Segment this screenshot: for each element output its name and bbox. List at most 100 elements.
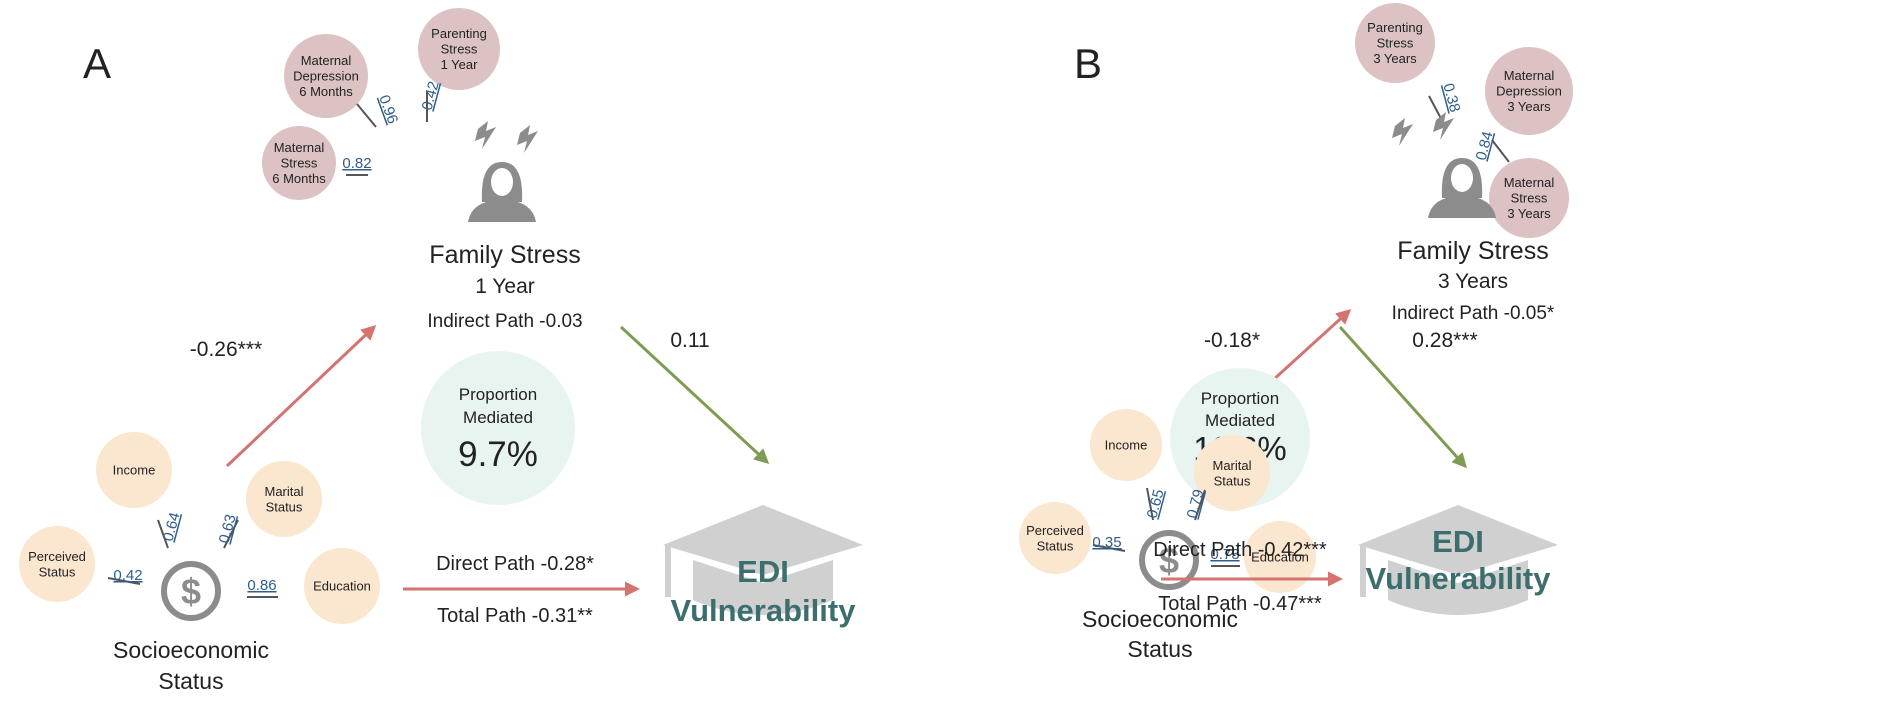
loading-education-value: 0.86 <box>247 577 276 594</box>
indicator-maternal-stress-circle <box>1489 158 1569 238</box>
cap-tassel <box>1360 545 1366 597</box>
direct-path-label: Direct Path -0.28* <box>436 553 594 575</box>
cap-base <box>1388 560 1528 615</box>
family-stress-label: Family Stress <box>429 241 580 269</box>
lightning-icon <box>517 125 538 153</box>
family-stress-label: Family Stress <box>1397 237 1548 265</box>
proportion-mediated-label: Proportion <box>459 385 537 404</box>
arrow-ses-to-stress <box>225 324 377 468</box>
indicator-marital-status-label-line: Marital <box>264 484 303 499</box>
indicator-parenting-stress-circle <box>418 8 500 90</box>
lightning-icon <box>475 121 496 149</box>
indicator-parenting-stress-label-line: Parenting <box>431 26 487 41</box>
indicator-marital-status-circle <box>1194 435 1270 511</box>
graduation-cap-icon <box>1358 505 1558 615</box>
indirect-path-label: Indirect Path -0.03 <box>427 311 582 332</box>
dollar-ring <box>1139 530 1199 590</box>
mother-body <box>1428 196 1496 218</box>
edi-label: EDI <box>1432 524 1484 559</box>
indicator-income: Income <box>1090 409 1162 481</box>
cap-tassel <box>665 545 671 597</box>
loading-parenting-stress-value: 0.38 <box>1439 82 1463 115</box>
graduation-cap-icon <box>663 505 863 615</box>
indicator-education-circle <box>1244 521 1316 593</box>
dollar-icon: $ <box>161 561 221 621</box>
total-path-label: Total Path -0.47*** <box>1158 593 1322 615</box>
loading-perceived-status-line <box>107 577 141 585</box>
indicator-maternal-depression-circle <box>284 34 368 118</box>
mother-icon <box>1428 158 1496 218</box>
indicator-marital-status-label-line: Marital <box>1212 458 1251 473</box>
edi-label: Vulnerability <box>1366 561 1552 596</box>
panel-label: B <box>1074 40 1102 87</box>
proportion-mediated-value: 9.7% <box>458 435 538 474</box>
family-stress-timepoint: 1 Year <box>475 275 535 298</box>
loading-marital-status-line <box>1194 489 1206 521</box>
proportion-mediated-label: Mediated <box>463 408 533 427</box>
lightning-icon <box>1392 118 1413 146</box>
lightning-icon <box>1433 112 1454 140</box>
loading-maternal-depression-value: 0.96 <box>375 93 401 126</box>
indicator-perceived-status-circle <box>19 526 95 602</box>
indicator-income: Income <box>96 432 172 508</box>
loading-perceived-status-value: 0.42 <box>113 567 142 584</box>
loading-marital-status-line <box>223 519 239 549</box>
loading-income-value: 0.64 <box>160 511 184 544</box>
loading-income-value: 0.65 <box>1144 488 1168 521</box>
loading-maternal-depression-value: 0.84 <box>1473 130 1497 163</box>
indicator-parenting-stress-circle <box>1355 3 1435 83</box>
indicator-parenting-stress-label-line: Stress <box>441 42 478 57</box>
loading-education-value: 0.73 <box>1210 546 1239 563</box>
family-stress-timepoint: 3 Years <box>1438 270 1508 293</box>
indicator-maternal-depression-label-line: 6 Months <box>299 84 353 99</box>
dollar-sign: $ <box>181 571 201 612</box>
indicator-parenting-stress-label-line: Parenting <box>1367 20 1423 35</box>
indicator-maternal-stress-circle <box>262 126 336 200</box>
indicator-parenting-stress-label-line: Stress <box>1377 36 1414 51</box>
loading-perceived-status-value: 0.35 <box>1092 534 1121 551</box>
ses-to-stress-coefficient: -0.18* <box>1204 329 1260 352</box>
indicator-marital-status-label-line: Status <box>1214 473 1251 488</box>
loading-marital-status-value: 0.63 <box>216 513 240 546</box>
proportion-mediated-label: Proportion <box>1201 389 1279 408</box>
cap-board <box>663 505 863 575</box>
indicator-education-circle <box>304 548 380 624</box>
dollar-ring <box>161 561 221 621</box>
cap-board <box>1358 505 1558 575</box>
indicator-income-label-line: Income <box>1105 438 1148 453</box>
total-path-label: Total Path -0.31** <box>437 605 593 627</box>
indicator-maternal-stress-label-line: Maternal <box>1504 175 1555 190</box>
arrow-stress-to-edi <box>619 325 770 465</box>
loading-income-line <box>1146 487 1154 521</box>
indicator-maternal-stress-label-line: 3 Years <box>1507 206 1551 221</box>
edi-label: Vulnerability <box>671 593 857 628</box>
indicator-parenting-stress-label-line: 3 Years <box>1373 51 1417 66</box>
loading-marital-status-value: 0.79 <box>1184 488 1208 521</box>
loading-income-line <box>157 519 169 549</box>
indicator-marital-status-circle <box>246 461 322 537</box>
edi-label: EDI <box>737 554 789 589</box>
indicator-maternal-depression-label-line: Depression <box>293 69 359 84</box>
indicator-perceived-status-label-line: Status <box>1037 538 1074 553</box>
ses-label: Socioeconomic <box>1082 606 1238 632</box>
loading-parenting-stress-value: 0.42 <box>419 80 443 113</box>
loading-perceived-status-line <box>1092 544 1126 552</box>
indirect-path-label: Indirect Path -0.05* <box>1392 303 1555 324</box>
loading-maternal-stress-value: 0.82 <box>342 155 371 172</box>
indicator-education: Education <box>304 548 380 624</box>
indicator-income-label-line: Income <box>113 463 156 478</box>
panel-label: A <box>83 40 111 87</box>
mother-face <box>1451 164 1473 192</box>
stress-to-edi-coefficient: 0.28*** <box>1412 329 1477 352</box>
